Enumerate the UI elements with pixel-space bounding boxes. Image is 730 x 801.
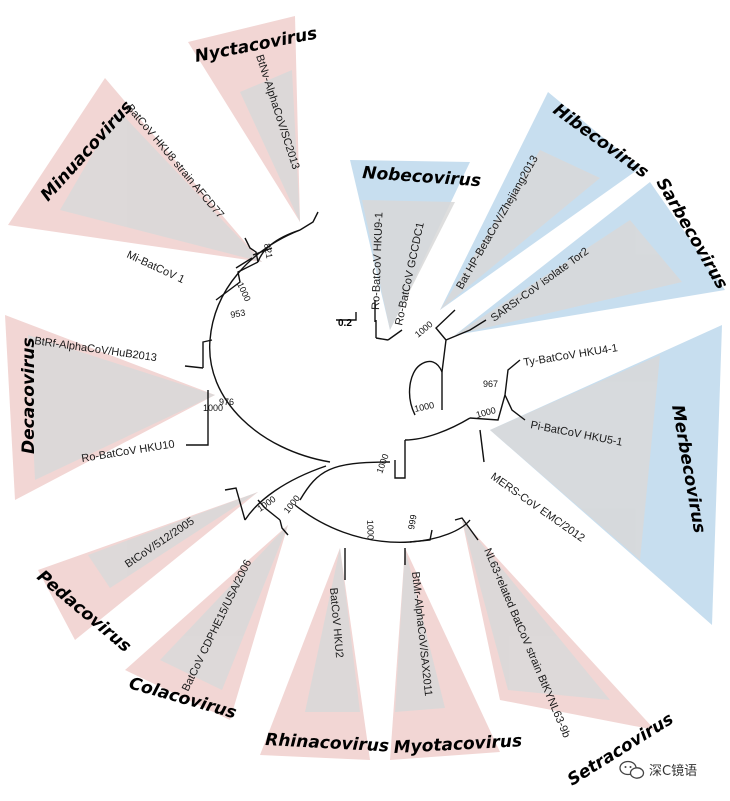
core-nyctacovirus bbox=[240, 70, 300, 222]
bootstrap-976: 976 bbox=[219, 397, 234, 407]
scale-bar-label: 0.2 bbox=[338, 318, 352, 329]
leaf-ro-batcov-hku9: Ro-BatCoV HKU9-1 bbox=[370, 212, 385, 310]
bootstrap-1000-rhin: 1000 bbox=[365, 520, 376, 540]
watermark: 深C镜语 bbox=[619, 760, 697, 779]
leaf-ty-batcov-hku4: Ty-BatCoV HKU4-1 bbox=[523, 342, 619, 369]
bootstrap-999: 999 bbox=[406, 514, 418, 531]
core-setracovirus bbox=[462, 520, 610, 700]
scale-bar: 0.2 bbox=[336, 312, 357, 329]
core-pedacovirus bbox=[88, 492, 258, 588]
bootstrap-1000-minua: 1000 bbox=[235, 281, 253, 303]
core-rhinacovirus bbox=[305, 548, 360, 712]
core-minuacovirus bbox=[60, 110, 262, 262]
core-merbecovirus bbox=[490, 355, 660, 560]
bootstrap-953: 953 bbox=[230, 308, 247, 320]
wedge-pedacovirus bbox=[38, 492, 258, 640]
bootstrap-967: 967 bbox=[483, 379, 498, 389]
tree-branches bbox=[184, 211, 526, 580]
bootstrap-1000-root: 1000 bbox=[374, 452, 390, 474]
wedge-nyctacovirus bbox=[188, 16, 300, 222]
leaf-mi-batcov-1: Mi-BatCoV 1 bbox=[125, 249, 187, 286]
bootstrap-1000-sarb: 1000 bbox=[413, 319, 435, 340]
core-sarbecovirus bbox=[455, 220, 682, 335]
bootstrap-1000-beta: 1000 bbox=[413, 400, 435, 414]
clade-cores bbox=[28, 70, 682, 712]
bootstrap-821: 821 bbox=[262, 243, 274, 260]
bootstrap-1000-deca: 1000 bbox=[203, 403, 223, 413]
wechat-icon bbox=[619, 760, 645, 779]
core-hibecovirus bbox=[440, 150, 600, 310]
bootstrap-1000-peda2: 1000 bbox=[282, 493, 302, 515]
genus-decacovirus: Decacovirus bbox=[19, 338, 39, 454]
wedge-rhinacovirus bbox=[260, 548, 370, 760]
core-decacovirus bbox=[28, 335, 215, 480]
bootstrap-1000-peda1: 1000 bbox=[255, 494, 277, 514]
core-nobecovirus bbox=[362, 200, 455, 330]
bootstrap-1000-merb: 1000 bbox=[475, 405, 497, 420]
core-myotacovirus bbox=[395, 548, 445, 712]
watermark-text: 深C镜语 bbox=[649, 764, 697, 779]
core-colacovirus bbox=[160, 525, 288, 690]
